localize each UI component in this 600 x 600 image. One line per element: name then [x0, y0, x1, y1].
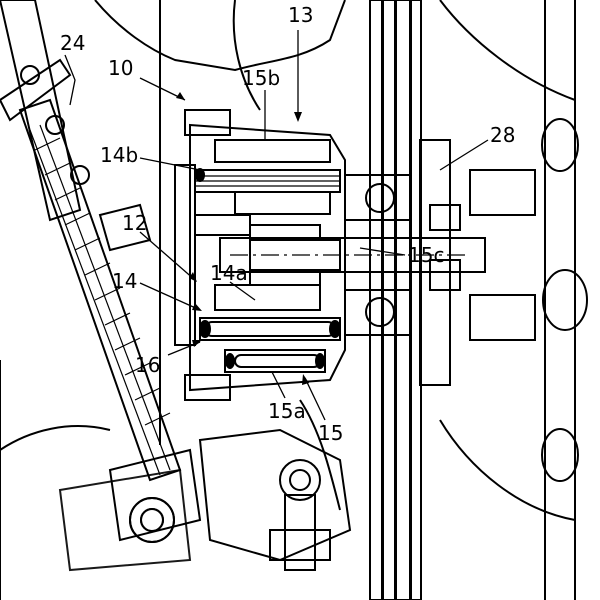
label-15c: 15c	[408, 243, 444, 267]
clutch-housing-13	[174, 109, 346, 401]
leader-lines	[64, 30, 489, 421]
label-28: 28	[490, 123, 515, 147]
label-15: 15	[318, 421, 343, 445]
part-28-flange	[419, 139, 461, 386]
hub-14a	[194, 214, 321, 311]
label-12: 12	[122, 211, 147, 235]
fan-hub	[469, 0, 588, 600]
label-13: 13	[288, 3, 313, 27]
piston-15b	[194, 139, 341, 215]
label-14a: 14a	[210, 261, 248, 285]
label-24: 24	[60, 31, 85, 55]
reference-labels: 24 10 13 15b 14b 28 12 15c 14 14a 16 15a…	[60, 3, 515, 445]
label-14b: 14b	[100, 143, 138, 167]
label-10: 10	[108, 56, 133, 80]
label-15a: 15a	[268, 399, 306, 423]
label-14: 14	[112, 269, 137, 293]
seal-rings	[195, 168, 341, 369]
label-15b: 15b	[242, 66, 280, 90]
label-16: 16	[135, 353, 160, 377]
lower-bracket	[198, 428, 352, 571]
